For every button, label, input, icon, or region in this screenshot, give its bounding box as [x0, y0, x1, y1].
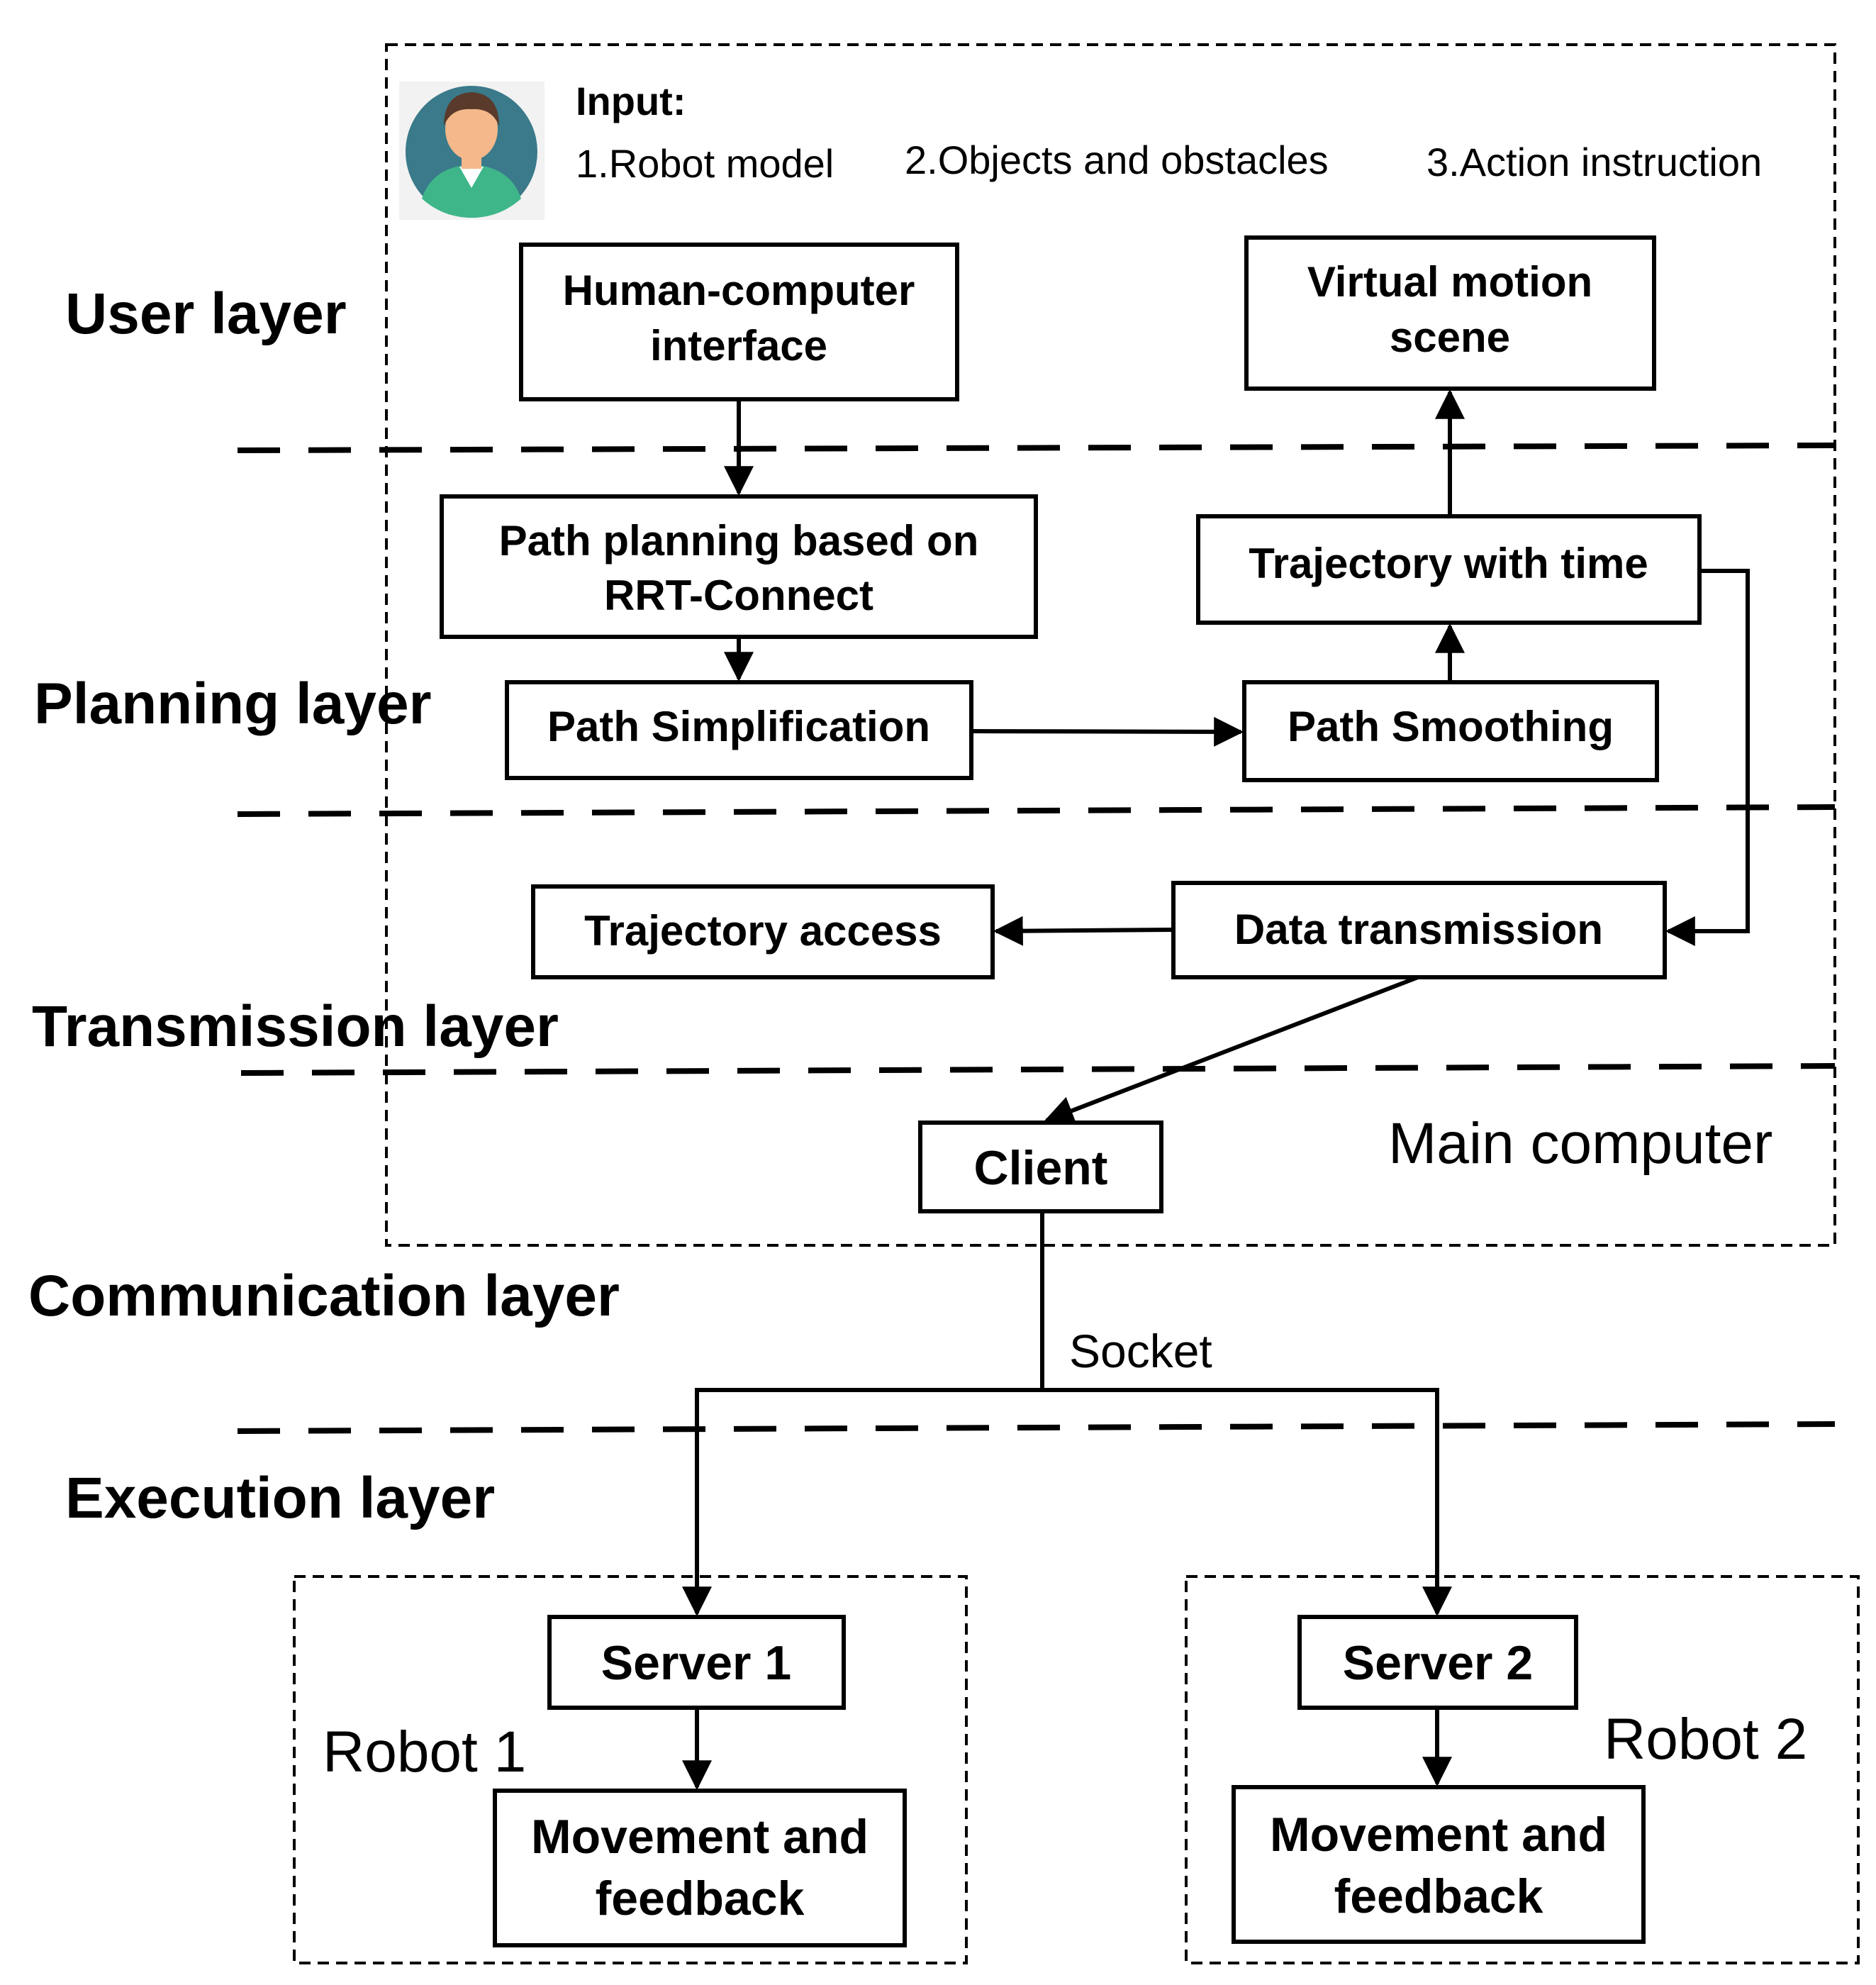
movement1-label-line2: feedback — [596, 1872, 805, 1925]
input-title: Input: — [576, 79, 686, 123]
data-transmission-box: Data transmission — [1171, 881, 1667, 979]
input-item-robot-model: 1.Robot model — [576, 141, 834, 186]
path-planning-label-line1: Path planning based on — [499, 517, 979, 565]
arrow-trajectory-time-to-data-transmission — [1665, 569, 1750, 946]
robot2-label: Robot 2 — [1604, 1707, 1807, 1772]
layer-label-transmission: Transmission layer — [32, 994, 559, 1059]
movement1-label-line1: Movement and — [531, 1810, 869, 1864]
movement-feedback-box-robot2: Movement and feedback — [1232, 1785, 1646, 1944]
server2-box: Server 2 — [1297, 1615, 1578, 1710]
data-transmission-label: Data transmission — [1234, 906, 1603, 953]
server1-label: Server 1 — [601, 1636, 791, 1690]
path-planning-label-line2: RRT-Connect — [604, 572, 873, 619]
robot2-frame — [1185, 1575, 1860, 1964]
path-smoothing-label: Path Smoothing — [1288, 703, 1614, 750]
client-box: Client — [918, 1121, 1163, 1213]
avatar-shirt — [422, 165, 521, 218]
arrow-socket-to-server2 — [1042, 1388, 1452, 1617]
hci-label-line1: Human-computer — [563, 267, 915, 314]
trajectory-time-box: Trajectory with time — [1196, 514, 1702, 625]
separator-user-planning — [237, 443, 1836, 453]
path-smoothing-box: Path Smoothing — [1242, 680, 1659, 782]
user-avatar-icon — [399, 82, 545, 220]
movement2-label-line1: Movement and — [1270, 1808, 1607, 1862]
server1-box: Server 1 — [547, 1615, 846, 1710]
arrow-data-transmission-to-trajectory-access — [993, 916, 1174, 946]
separator-planning-transmission — [237, 804, 1836, 817]
hci-box: Human-computer interface — [519, 243, 959, 401]
virtual-scene-label-line2: scene — [1390, 313, 1510, 361]
hci-label-line2: interface — [650, 322, 827, 369]
robot1-frame — [293, 1575, 968, 1964]
input-item-objects-obstacles: 2.Objects and obstacles — [905, 138, 1329, 182]
separator-communication-execution — [237, 1421, 1836, 1434]
socket-label: Socket — [1069, 1325, 1212, 1377]
path-simplification-label: Path Simplification — [547, 703, 930, 750]
path-planning-box: Path planning based on RRT-Connect — [440, 494, 1038, 639]
client-label: Client — [974, 1141, 1108, 1195]
server2-label: Server 2 — [1343, 1636, 1533, 1690]
path-simplification-box: Path Simplification — [505, 680, 973, 780]
arrow-simplification-to-smoothing — [971, 716, 1244, 747]
movement2-label-line2: feedback — [1334, 1869, 1543, 1923]
layer-label-user: User layer — [65, 282, 347, 346]
layer-label-communication: Communication layer — [28, 1264, 620, 1328]
avatar-hair — [444, 92, 499, 126]
virtual-scene-label-line1: Virtual motion — [1307, 258, 1592, 306]
main-computer-label: Main computer — [1388, 1111, 1772, 1176]
movement-feedback-box-robot1: Movement and feedback — [493, 1789, 907, 1947]
separator-transmission-communication — [240, 1063, 1836, 1076]
avatar-face — [445, 98, 498, 160]
layer-label-execution: Execution layer — [65, 1466, 495, 1530]
input-item-action-instruction: 3.Action instruction — [1426, 140, 1762, 184]
layer-label-planning: Planning layer — [34, 672, 432, 736]
trajectory-time-label: Trajectory with time — [1249, 540, 1648, 587]
trajectory-access-box: Trajectory access — [531, 884, 995, 979]
main-computer-frame — [385, 43, 1836, 1247]
virtual-scene-box: Virtual motion scene — [1244, 235, 1656, 391]
robot1-label: Robot 1 — [323, 1720, 526, 1784]
trajectory-access-label: Trajectory access — [584, 907, 942, 955]
arrow-data-transmission-to-client — [1044, 975, 1419, 1125]
arrow-socket-to-server1 — [682, 1388, 1042, 1617]
